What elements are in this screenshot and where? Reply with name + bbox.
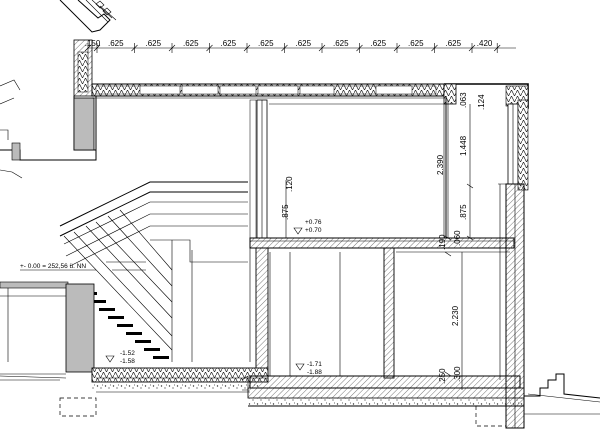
level-ground-a: -1.52 [120, 350, 135, 357]
dim-upper-small-a: .063 [459, 92, 468, 108]
top-dimension-label: .625 [146, 39, 162, 48]
dimension-tick [93, 43, 101, 53]
upper-floor-slab: +0.76 +0.70 [249, 219, 515, 249]
level-upper-a: +0.76 [305, 219, 322, 226]
stair-tread [99, 308, 115, 311]
dimension-tick [168, 43, 176, 53]
dim-slab-lower-b: .300 [453, 366, 462, 382]
dimension-tick [318, 43, 326, 53]
stair-tread [117, 324, 133, 327]
dim-slab-lower: .250 [438, 368, 447, 384]
vertical-dimensions: 2.390 1.448 .875 .875 .120 .063 .124 .19… [281, 92, 486, 390]
stair-tread [108, 316, 124, 319]
dimension-tick [431, 43, 438, 53]
top-dimension-label: .150 [85, 39, 101, 48]
dimension-tick [393, 43, 401, 53]
level-basement-a: -1.71 [307, 361, 322, 368]
datum-label: +- 0.00 = 252,56 ü. NN [20, 263, 86, 270]
dim-upper-small-b: .124 [477, 94, 486, 110]
dimension-tick [468, 43, 476, 53]
stair-tread [144, 348, 160, 351]
dim-window-height: 1.448 [459, 135, 468, 156]
dim-lower-total: 2.230 [451, 305, 460, 326]
dimension-tick [206, 43, 213, 53]
top-dimension-label: .625 [333, 39, 349, 48]
top-dimension-label: .625 [258, 39, 274, 48]
level-basement-b: -1.88 [307, 369, 322, 376]
level-upper-b: +0.70 [305, 227, 322, 234]
top-dimension-label: .625 [108, 39, 124, 48]
stair-tread [135, 340, 151, 343]
stair-tread [126, 332, 142, 335]
upper-room [249, 96, 529, 239]
stair-tread [153, 356, 169, 359]
top-dimension-label: .625 [371, 39, 387, 48]
flat-roof-slab [91, 83, 529, 109]
left-wall-upper [0, 39, 97, 179]
dimension-tick [243, 43, 251, 53]
top-dimension-chain: .150 .625 .625 .625 .625 .625 .625 .625 .625 .625… [85, 39, 516, 53]
top-dimension-label: .625 [296, 39, 312, 48]
dim-sill-left: .875 [281, 204, 290, 220]
dim-upper-total: 2.390 [436, 154, 445, 175]
top-dimension-label: .625 [408, 39, 424, 48]
dim-slab-small: .060 [453, 230, 462, 246]
dimension-tick [356, 43, 363, 53]
top-dimension-label: .625 [183, 39, 199, 48]
dimension-tick [84, 43, 92, 53]
terrain-right [0, 373, 600, 415]
top-dimension-label: .420 [477, 39, 493, 48]
roof-tiles [59, 0, 117, 33]
dimension-tick [281, 43, 288, 53]
top-dimension-label: .625 [221, 39, 237, 48]
level-ground-b: -1.58 [120, 358, 135, 365]
dimension-tick [131, 43, 138, 53]
datum-level: +- 0.00 = 252,56 ü. NN [0, 263, 96, 375]
dimension-tick [493, 43, 501, 53]
top-dimension-label: .625 [446, 39, 462, 48]
dim-slab-upper: .190 [438, 234, 447, 250]
dim-head-small: .120 [285, 176, 294, 192]
basement: -1.52 -1.58 -1.71 -1.88 [0, 183, 525, 429]
dim-sill-right: .875 [459, 204, 468, 220]
stair-tread [90, 300, 106, 303]
